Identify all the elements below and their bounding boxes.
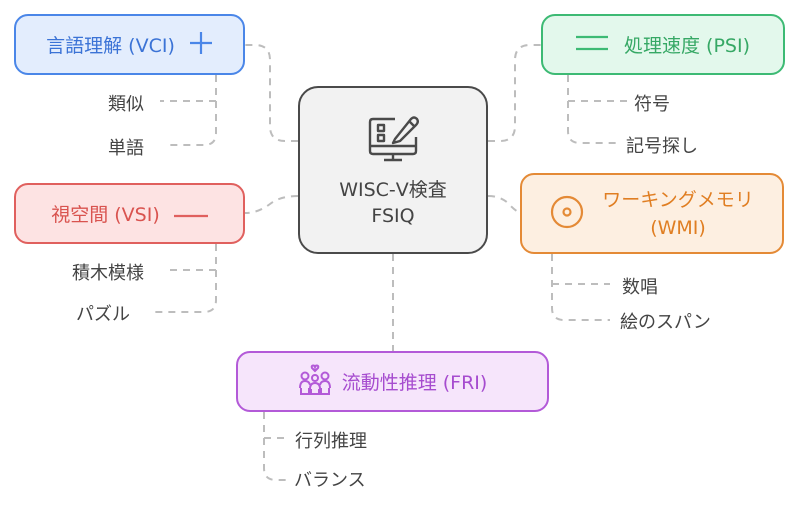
branch-node-psi[interactable]: 処理速度 (PSI)	[541, 14, 785, 75]
connector-fri-leaves	[263, 412, 288, 481]
computer-checklist-pencil-icon	[365, 111, 421, 171]
branch-label-fri: 流動性推理 (FRI)	[341, 372, 488, 394]
leaf-vsi-visual-puzzles[interactable]: パズル	[76, 304, 130, 325]
leaf-vci-similarities[interactable]: 類似	[108, 94, 144, 115]
leaf-psi-coding[interactable]: 符号	[634, 94, 670, 115]
leaf-psi-symbol-search[interactable]: 記号探し	[626, 136, 698, 157]
connector-center-psi	[488, 44, 541, 142]
leaf-vci-vocabulary[interactable]: 単語	[108, 138, 144, 159]
branch-node-wmi[interactable]: ワーキングメモリ (WMI)	[520, 173, 784, 254]
branch-label-vsi: 視空間 (VSI)	[51, 204, 160, 226]
plus-icon	[189, 31, 213, 59]
connector-center-vsi	[244, 195, 299, 214]
branch-label-psi: 処理速度 (PSI)	[624, 35, 750, 57]
connector-wmi-leaves	[551, 254, 610, 321]
leaf-fri-matrix-reasoning[interactable]: 行列推理	[295, 431, 367, 452]
branch-label-wmi-line1: ワーキングメモリ	[602, 188, 754, 211]
leaf-wmi-digit-span[interactable]: 数唱	[622, 277, 658, 298]
connector-vsi-leaves	[155, 244, 217, 313]
leaf-vsi-block-design[interactable]: 積木模様	[72, 263, 144, 284]
leaf-wmi-picture-span[interactable]: 絵のスパン	[620, 312, 711, 333]
branch-node-fri[interactable]: 流動性推理 (FRI)	[236, 351, 549, 412]
connector-center-vci	[245, 44, 298, 142]
branch-node-vci[interactable]: 言語理解 (VCI)	[14, 14, 245, 75]
minus-icon	[173, 204, 208, 223]
target-circle-icon	[550, 195, 584, 233]
equals-icon	[576, 34, 608, 56]
branch-label-wmi-line2: (WMI)	[650, 216, 706, 239]
center-subtitle: FSIQ	[371, 205, 415, 227]
branch-label-vci: 言語理解 (VCI)	[46, 35, 175, 57]
connector-psi-leaves	[567, 75, 628, 144]
branch-node-vsi[interactable]: 視空間 (VSI)	[14, 183, 245, 244]
center-node-wisc-fsiq[interactable]: WISC-Ⅴ検査 FSIQ	[298, 86, 488, 254]
connector-vci-leaves	[160, 75, 217, 146]
family-heart-icon	[298, 363, 332, 400]
center-title: WISC-Ⅴ検査	[339, 179, 447, 201]
connector-center-wmi	[487, 195, 521, 214]
leaf-fri-figure-weights[interactable]: バランス	[294, 470, 366, 491]
